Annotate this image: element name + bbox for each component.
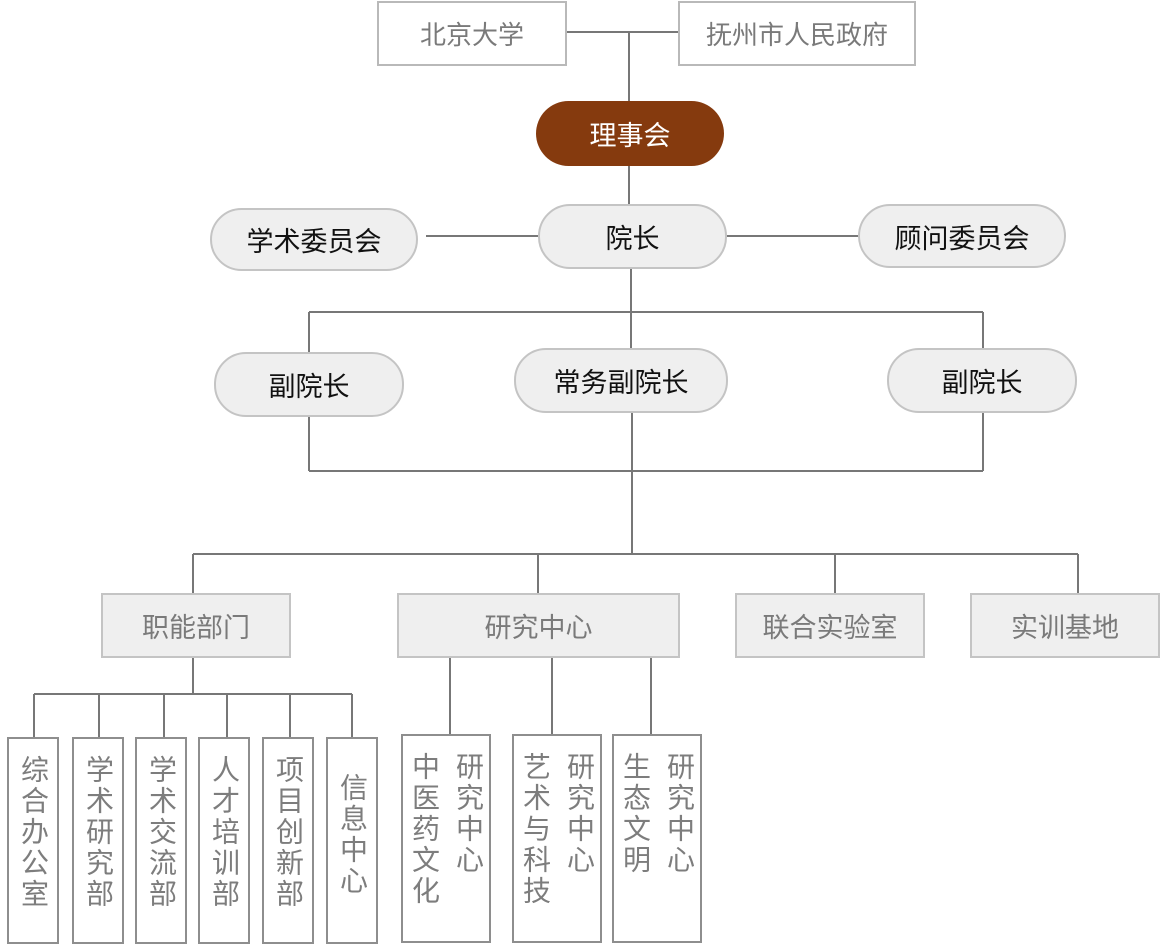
unit-general-office: 综合办公室 [7,737,59,944]
department-research: 研究中心 [397,593,680,658]
unit-label: 学术交流部 [145,755,178,910]
unit-label: 综合办公室 [17,755,50,910]
unit-label: 学术研究部 [82,755,115,910]
department-functional: 职能部门 [101,593,291,658]
president-node: 院长 [538,204,727,269]
research-center-suffix: 研究中心 [452,752,485,876]
unit-information-center: 信息中心 [326,737,378,944]
research-center-ecological-civilization: 研究中心 生态文明 [612,734,702,943]
research-center-suffix: 研究中心 [563,752,596,876]
academic-committee-node: 学术委员会 [210,208,418,271]
unit-label: 项目创新部 [272,755,305,910]
unit-academic-research: 学术研究部 [72,737,124,944]
founder-fuzhou-government: 抚州市人民政府 [678,1,916,66]
department-training-base: 实训基地 [970,593,1160,658]
unit-label: 人才培训部 [208,755,241,910]
research-center-name: 中医药文化 [408,752,441,907]
unit-label: 信息中心 [336,773,369,897]
unit-project-innovation: 项目创新部 [262,737,314,944]
unit-academic-exchange: 学术交流部 [135,737,187,944]
research-center-name: 艺术与科技 [519,752,552,907]
executive-vice-president-node: 常务副院长 [514,348,728,413]
vice-president-left-node: 副院长 [214,352,404,417]
research-center-name: 生态文明 [619,752,652,876]
founder-peking-university: 北京大学 [377,1,567,66]
department-joint-lab: 联合实验室 [735,593,925,658]
research-center-tcm-culture: 研究中心 中医药文化 [401,734,491,943]
advisory-committee-node: 顾问委员会 [858,204,1066,268]
research-center-suffix: 研究中心 [663,752,696,876]
board-node: 理事会 [536,101,724,166]
research-center-art-technology: 研究中心 艺术与科技 [512,734,602,943]
vice-president-right-node: 副院长 [887,348,1077,413]
unit-talent-training: 人才培训部 [198,737,250,944]
